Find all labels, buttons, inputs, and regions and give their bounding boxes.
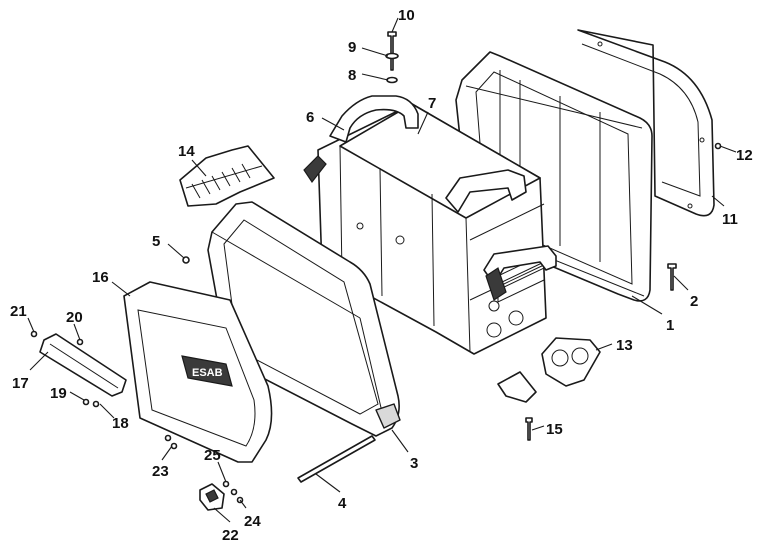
callout-8: 8 <box>348 67 356 84</box>
long-rod <box>297 435 376 483</box>
callout-20: 20 <box>66 309 83 326</box>
top-grille <box>179 145 275 207</box>
callout-6: 6 <box>306 109 314 126</box>
callout-21: 21 <box>10 303 27 320</box>
callout-13: 13 <box>616 337 633 354</box>
side-handle-strip <box>39 333 127 397</box>
callout-3: 3 <box>410 455 418 472</box>
callout-23: 23 <box>152 463 169 480</box>
callout-5: 5 <box>152 233 160 250</box>
main-chassis <box>317 103 547 355</box>
carry-handle <box>303 95 557 301</box>
leader-lines <box>27 17 737 523</box>
latch <box>199 483 225 511</box>
fasteners <box>30 31 722 504</box>
callout-4: 4 <box>338 495 347 512</box>
brand-logo-text: ESAB <box>192 367 223 379</box>
rear-cover-panel <box>577 29 715 217</box>
front-cover-panel: ESAB <box>123 281 273 463</box>
callout-15: 15 <box>546 421 563 438</box>
callout-9: 9 <box>348 39 356 56</box>
callout-7: 7 <box>428 95 436 112</box>
callout-16: 16 <box>92 269 109 286</box>
callout-1: 1 <box>666 317 674 334</box>
callout-11: 11 <box>722 211 738 228</box>
connector-bracket <box>497 337 601 403</box>
callout-2: 2 <box>690 293 698 310</box>
callout-14: 14 <box>178 143 195 160</box>
front-frame <box>207 201 401 437</box>
callout-25: 25 <box>204 447 221 464</box>
callout-labels: 1 2 3 4 5 6 7 8 9 10 11 12 13 14 15 16 1… <box>10 7 753 544</box>
callout-19: 19 <box>50 385 67 402</box>
callout-24: 24 <box>244 513 261 530</box>
callout-10: 10 <box>398 7 415 24</box>
callout-12: 12 <box>736 147 753 164</box>
callout-22: 22 <box>222 527 239 544</box>
callout-17: 17 <box>12 375 29 392</box>
callout-18: 18 <box>112 415 129 432</box>
